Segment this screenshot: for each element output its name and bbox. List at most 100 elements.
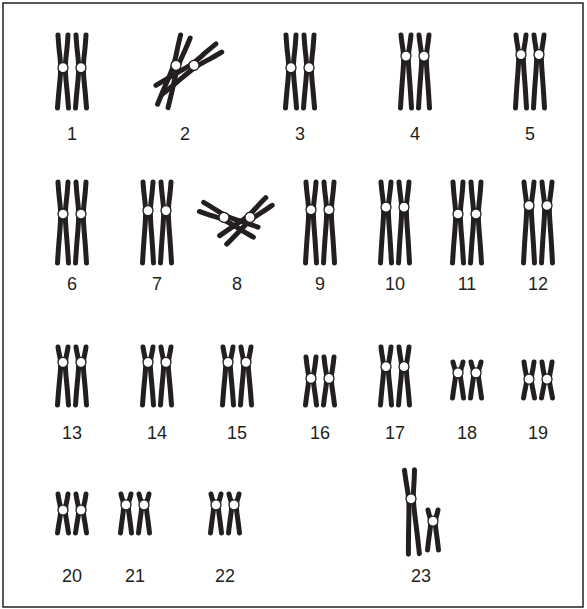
chromatid — [225, 203, 273, 244]
chromosome — [524, 182, 535, 263]
chromosome — [76, 35, 87, 108]
chromosome — [143, 182, 154, 263]
chromatid — [139, 494, 142, 533]
centromere — [211, 500, 221, 510]
centromere — [217, 211, 230, 224]
chromosome-number: 19 — [528, 423, 548, 443]
centromere — [76, 63, 86, 73]
chromosome-number: 20 — [62, 566, 82, 586]
centromere — [453, 209, 463, 219]
chromosome — [419, 35, 430, 108]
chromosome-number: 14 — [147, 423, 167, 443]
chromatid — [156, 43, 218, 87]
chromosome — [542, 182, 553, 263]
chromatid — [388, 347, 391, 405]
chromatid — [435, 510, 438, 550]
chromatid — [478, 362, 481, 398]
chromatid — [388, 182, 391, 263]
chromatid — [331, 182, 334, 263]
chromosome — [223, 347, 234, 405]
chromosome-number: 3 — [295, 124, 305, 144]
centromere — [306, 373, 316, 383]
chromatid — [531, 182, 534, 263]
chromatid — [83, 347, 86, 405]
chromatid — [460, 362, 463, 398]
chromosome — [324, 357, 335, 405]
chromatid — [229, 494, 232, 533]
chromosome — [143, 347, 154, 405]
chromatid — [399, 347, 402, 405]
centromere — [381, 362, 391, 372]
chromosome — [453, 182, 464, 263]
centromere — [542, 201, 552, 211]
chromatid — [76, 182, 79, 263]
chromatid — [76, 347, 79, 405]
chromatid — [406, 347, 409, 405]
chromosome — [220, 197, 273, 244]
centromere — [58, 505, 68, 515]
chromosome — [76, 347, 87, 405]
centromere — [306, 205, 316, 215]
chromatid — [426, 35, 429, 108]
chromatid — [150, 347, 153, 405]
chromatid — [168, 347, 171, 405]
chromatid — [236, 494, 239, 533]
chromosome — [381, 182, 392, 263]
chromosome-number: 7 — [152, 274, 162, 294]
chromatid — [460, 182, 463, 263]
chromatid — [453, 362, 456, 398]
centromere — [58, 357, 68, 367]
chromosome — [58, 35, 69, 108]
centromere — [453, 368, 463, 378]
centromere — [524, 374, 534, 384]
chromosome-number: 11 — [458, 274, 477, 294]
chromosome — [161, 347, 172, 405]
chromosome-number: 16 — [310, 423, 330, 443]
centromere — [524, 201, 534, 211]
chromatid — [471, 182, 474, 263]
chromosome — [306, 182, 317, 263]
chromatid — [83, 182, 86, 263]
centromere — [534, 50, 544, 60]
chromatid — [58, 347, 61, 405]
chromosome — [306, 357, 317, 405]
chromosome — [534, 35, 545, 108]
chromosome — [229, 494, 240, 533]
chromosome-number: 6 — [67, 274, 77, 294]
chromosome — [516, 35, 527, 108]
chromosome — [139, 494, 150, 533]
centromere — [143, 357, 153, 367]
chromosome-number: 9 — [315, 274, 325, 294]
chromatid — [542, 182, 545, 263]
chromatid — [248, 347, 251, 405]
chromatid — [143, 347, 146, 405]
chromatid — [399, 182, 402, 263]
chromosome-number: 23 — [411, 566, 431, 586]
chromatid — [65, 182, 68, 263]
chromatid — [453, 182, 456, 263]
chromatid — [401, 35, 404, 108]
chromatid — [324, 182, 327, 263]
centromere — [399, 362, 409, 372]
chromatid — [146, 494, 149, 533]
chromosome — [399, 347, 410, 405]
chromatid — [161, 347, 164, 405]
chromatid — [524, 182, 527, 263]
centromere — [241, 357, 251, 367]
centromere — [187, 58, 201, 72]
chromosome — [399, 182, 410, 263]
chromosome-number: 21 — [125, 566, 145, 586]
chromosome-number: 17 — [385, 423, 405, 443]
chromatid — [404, 470, 412, 554]
centromere — [516, 50, 526, 60]
chromatid — [419, 35, 422, 108]
centromere — [121, 500, 131, 510]
chromatid — [549, 182, 552, 263]
chromosome — [58, 347, 69, 405]
centromere — [76, 209, 86, 219]
chromosome — [324, 182, 335, 263]
chromosome-number: 15 — [227, 423, 247, 443]
chromosome — [381, 347, 392, 405]
chromatid — [534, 35, 537, 108]
